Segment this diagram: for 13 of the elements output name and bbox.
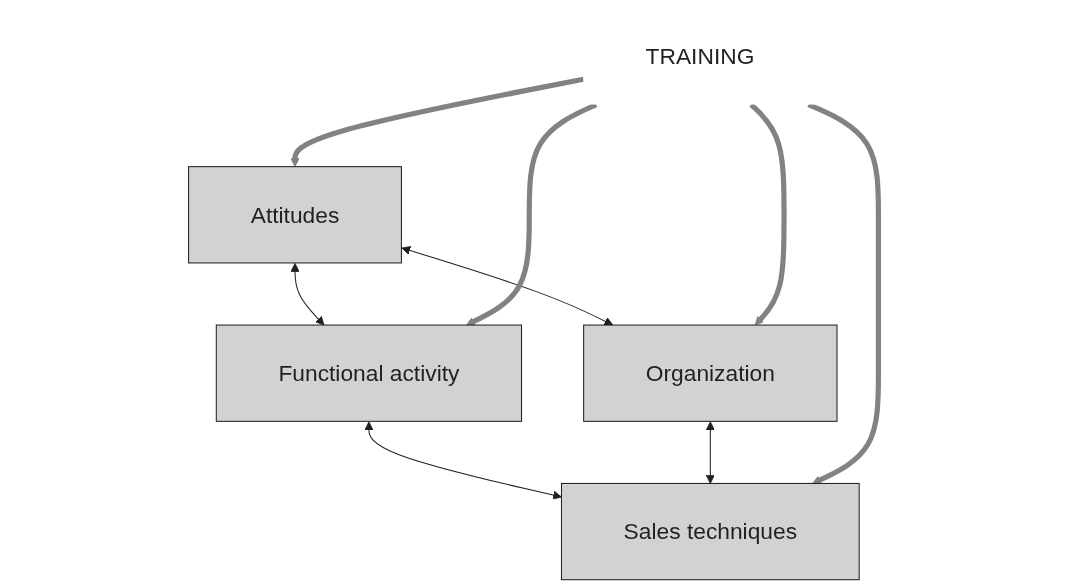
arrow xyxy=(290,262,325,326)
arrow xyxy=(364,421,562,500)
node-text: TRAINING xyxy=(645,43,755,70)
arrow xyxy=(290,76,584,168)
node-box: Functional activity xyxy=(215,324,523,422)
node-box: Sales techniques xyxy=(560,482,860,581)
node-box: Organization xyxy=(583,324,838,422)
arrow xyxy=(465,102,598,326)
node-box: Attitudes xyxy=(188,166,402,264)
arrow xyxy=(807,102,881,485)
arrow xyxy=(705,421,715,484)
arrow xyxy=(401,246,614,326)
arrow xyxy=(749,102,787,326)
